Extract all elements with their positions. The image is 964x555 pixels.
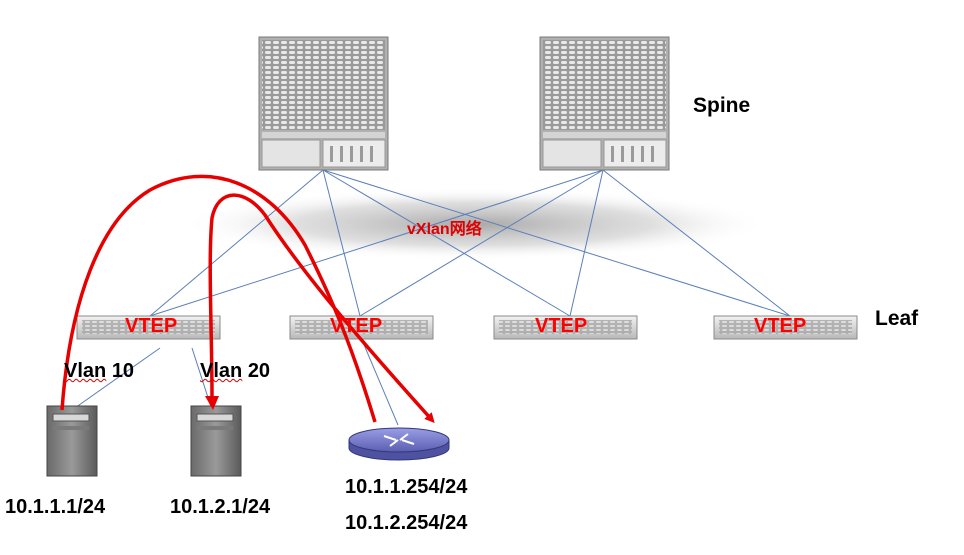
vlan10-number: 10 <box>111 360 135 382</box>
vlan20-word: Vlan <box>200 360 243 382</box>
host1-ip: 10.1.1.1/24 <box>5 496 106 518</box>
link-spine2-leaf4 <box>602 169 791 317</box>
traffic-paths <box>60 174 435 423</box>
link-leaf1-host1 <box>71 347 161 411</box>
link-spine2-leaf2 <box>359 169 604 317</box>
arrowhead-host2 <box>205 396 219 410</box>
network-label: vXlan网络 <box>407 221 482 238</box>
path-host1-to-router <box>60 174 377 423</box>
spine-switch-2 <box>539 36 670 171</box>
path-router-to-host2 <box>208 193 435 423</box>
spine-switch-1 <box>258 36 389 171</box>
link-leaf2-router <box>361 339 399 426</box>
server-host-2 <box>190 405 242 477</box>
vlan20-label: Vlan 20 <box>200 360 270 383</box>
server-host-1 <box>46 405 98 477</box>
link-spine1-leaf3 <box>322 169 571 317</box>
router-ip-b: 10.1.2.254/24 <box>345 512 468 534</box>
link-spine2-leaf3 <box>569 169 604 317</box>
link-spine1-leaf1 <box>149 169 324 317</box>
link-spine2-leaf1 <box>149 169 604 317</box>
host2-ip: 10.1.2.1/24 <box>170 496 271 518</box>
leaf-switch-3 <box>493 315 638 340</box>
vlan10-word: Vlan <box>64 360 107 382</box>
vlan20-number: 20 <box>247 360 271 382</box>
link-spine1-leaf2 <box>322 169 361 317</box>
vxlan-cloud <box>180 188 770 260</box>
link-spine1-leaf4 <box>322 169 791 317</box>
vtep-label-2: VTEP <box>330 315 383 337</box>
spine-label: Spine <box>693 94 751 117</box>
vtep-label-4: VTEP <box>754 315 807 337</box>
leaf-switch-2 <box>289 315 434 340</box>
leaf-label: Leaf <box>875 307 919 330</box>
router-icon <box>348 427 450 461</box>
vlan10-label: Vlan 10 <box>64 360 134 383</box>
leaf-switch-1 <box>76 315 221 340</box>
vtep-label-1: VTEP <box>125 315 178 337</box>
vtep-label-3: VTEP <box>535 315 588 337</box>
leaf-switch-4 <box>713 315 858 340</box>
router-ip-a: 10.1.1.254/24 <box>345 476 468 498</box>
fabric-links <box>71 169 791 426</box>
